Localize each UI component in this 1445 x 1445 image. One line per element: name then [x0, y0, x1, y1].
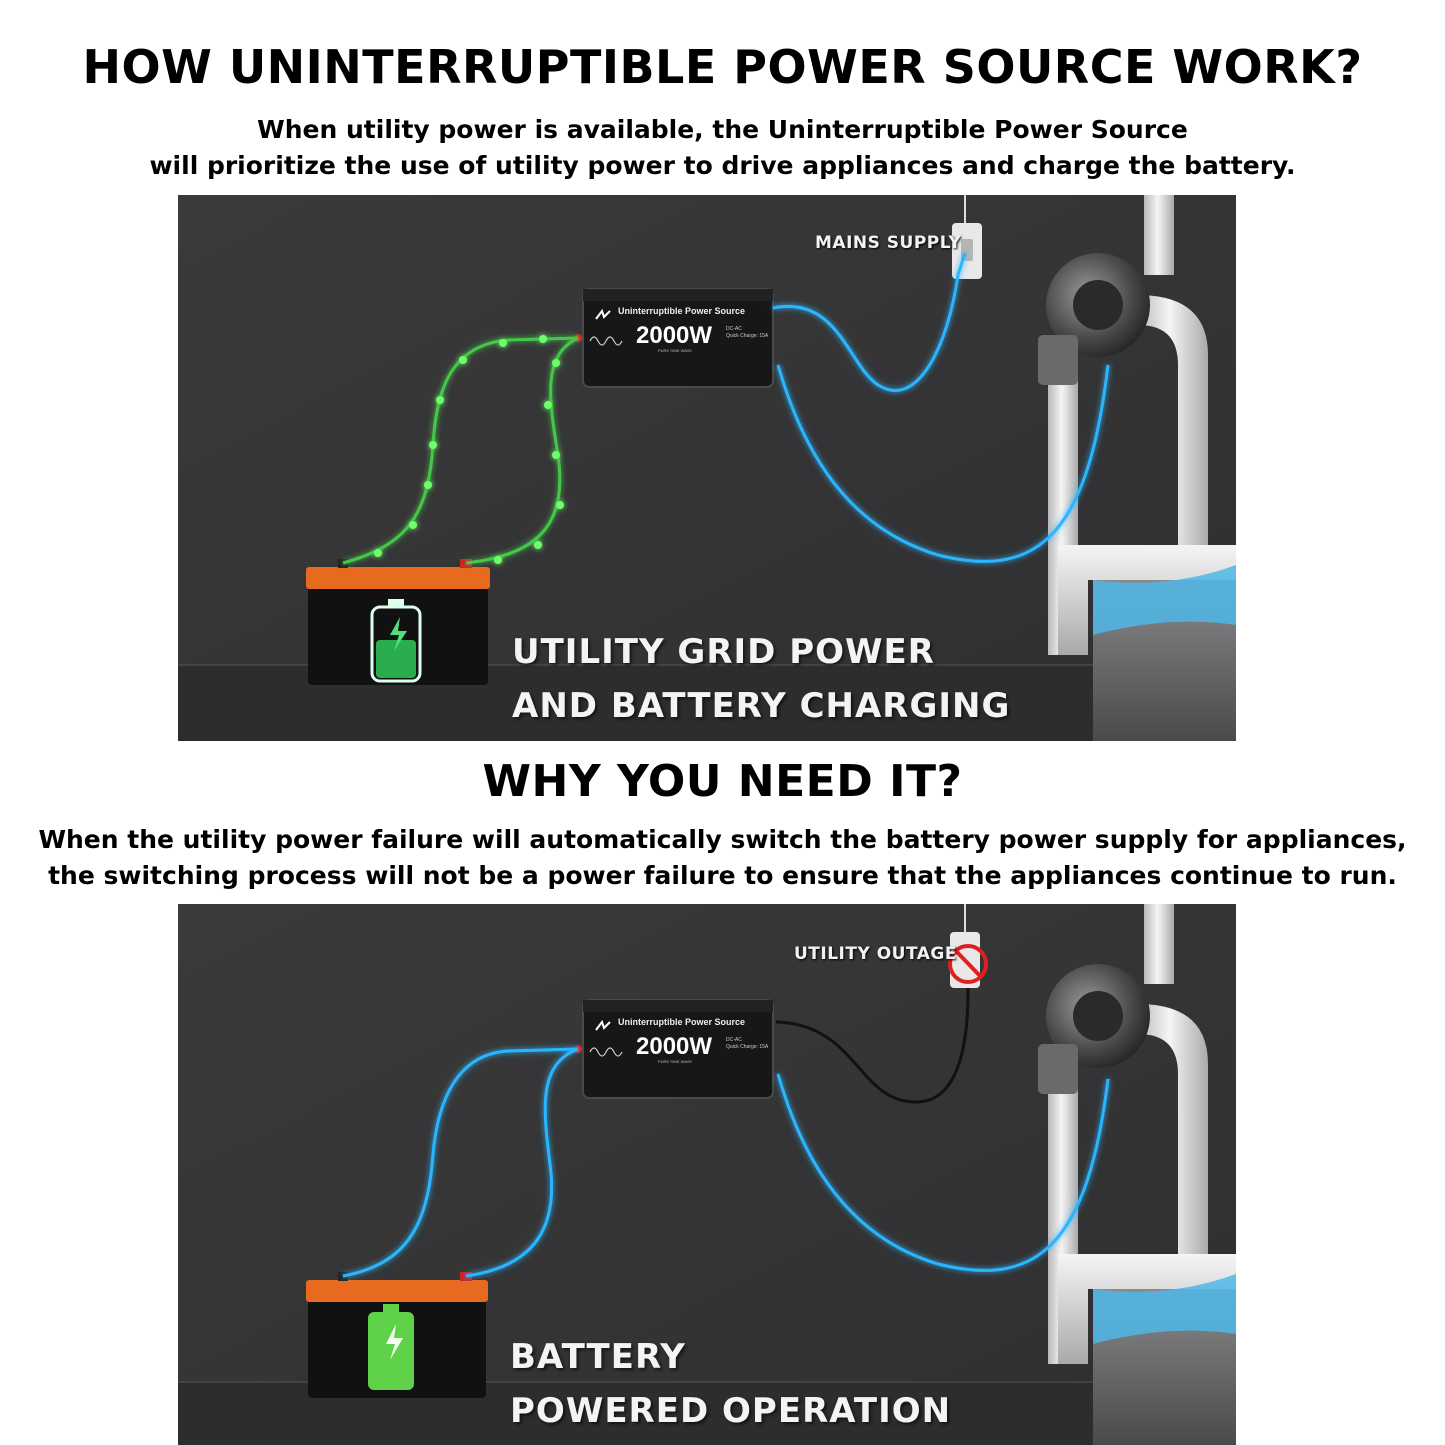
battery-power-scene: Uninterruptible Power Source 2000W PURE …: [178, 904, 1236, 1445]
grid-power-illustration: Uninterruptible Power Source 2000W PURE …: [178, 195, 1236, 741]
ups-name: Uninterruptible Power Source: [618, 306, 745, 316]
ac-cables: [776, 1073, 1110, 1272]
dc-cable: [342, 335, 579, 565]
bolt-icon: [386, 1324, 403, 1360]
ups-spec-1: DC-AC: [726, 1037, 742, 1043]
pipe-elbow-tank: [1058, 545, 1236, 655]
ups-name: Uninterruptible Power Source: [618, 1017, 745, 1027]
no-power-icon: [948, 944, 988, 984]
dc-cable: [342, 1047, 579, 1278]
grid-power-title-line-2: AND BATTERY CHARGING: [512, 686, 1011, 726]
ups-power: 2000W: [636, 1033, 712, 1060]
vertical-pipe-top: [1144, 904, 1174, 984]
ups-power: 2000W: [636, 322, 712, 349]
ups-spec-1: DC-AC: [726, 326, 742, 332]
grid-power-title: UTILITY GRID POWER AND BATTERY CHARGING: [512, 625, 1010, 733]
sine-wave-icon: [589, 1047, 623, 1057]
logo-icon: [595, 308, 611, 320]
ups-device: Uninterruptible Power Source 2000W PURE …: [574, 288, 774, 388]
water-surface: [1093, 1274, 1236, 1344]
why-line-2: the switching process will not be a powe…: [48, 861, 1397, 890]
ups-spec-2: Quick Charge: 15A: [726, 333, 769, 339]
intro-text: When utility power is available, the Uni…: [0, 112, 1445, 184]
why-line-1: When the utility power failure will auto…: [38, 825, 1407, 854]
water-surface: [1093, 565, 1236, 635]
intro-line-2: will prioritize the use of utility power…: [149, 151, 1296, 180]
page-title: HOW UNINTERRUPTIBLE POWER SOURCE WORK?: [82, 40, 1363, 94]
grid-power-scene: Uninterruptible Power Source 2000W PURE …: [178, 195, 1236, 741]
mains-cable-dead: [775, 987, 970, 1104]
battery: [306, 1272, 488, 1398]
grid-power-title-line-1: UTILITY GRID POWER: [512, 632, 935, 672]
intro-line-1: When utility power is available, the Uni…: [257, 115, 1188, 144]
ac-cables: [772, 252, 1110, 563]
vertical-pipe-top: [1144, 195, 1174, 275]
why-text: When the utility power failure will auto…: [0, 822, 1445, 894]
pipe-elbow-tank: [1058, 1254, 1236, 1364]
section-title: WHY YOU NEED IT?: [482, 756, 963, 807]
utility-outage-tag: UTILITY OUTAGE: [794, 944, 957, 964]
battery: [306, 559, 490, 685]
ups-wave: PURE SINE WAVE: [658, 348, 692, 353]
battery-power-title-line-1: BATTERY: [510, 1337, 686, 1377]
battery-power-title-line-2: POWERED OPERATION: [510, 1391, 952, 1431]
sine-wave-icon: [589, 336, 623, 346]
battery-power-illustration: Uninterruptible Power Source 2000W PURE …: [178, 904, 1236, 1445]
bolt-icon: [390, 617, 407, 651]
ups-wave: PURE SINE WAVE: [658, 1059, 692, 1064]
logo-icon: [595, 1019, 611, 1031]
mains-supply-tag: MAINS SUPPLY: [815, 233, 962, 253]
ups-spec-2: Quick Charge: 15A: [726, 1044, 769, 1050]
battery-power-title: BATTERY POWERED OPERATION: [510, 1330, 951, 1438]
ups-device: Uninterruptible Power Source 2000W PURE …: [574, 999, 774, 1099]
